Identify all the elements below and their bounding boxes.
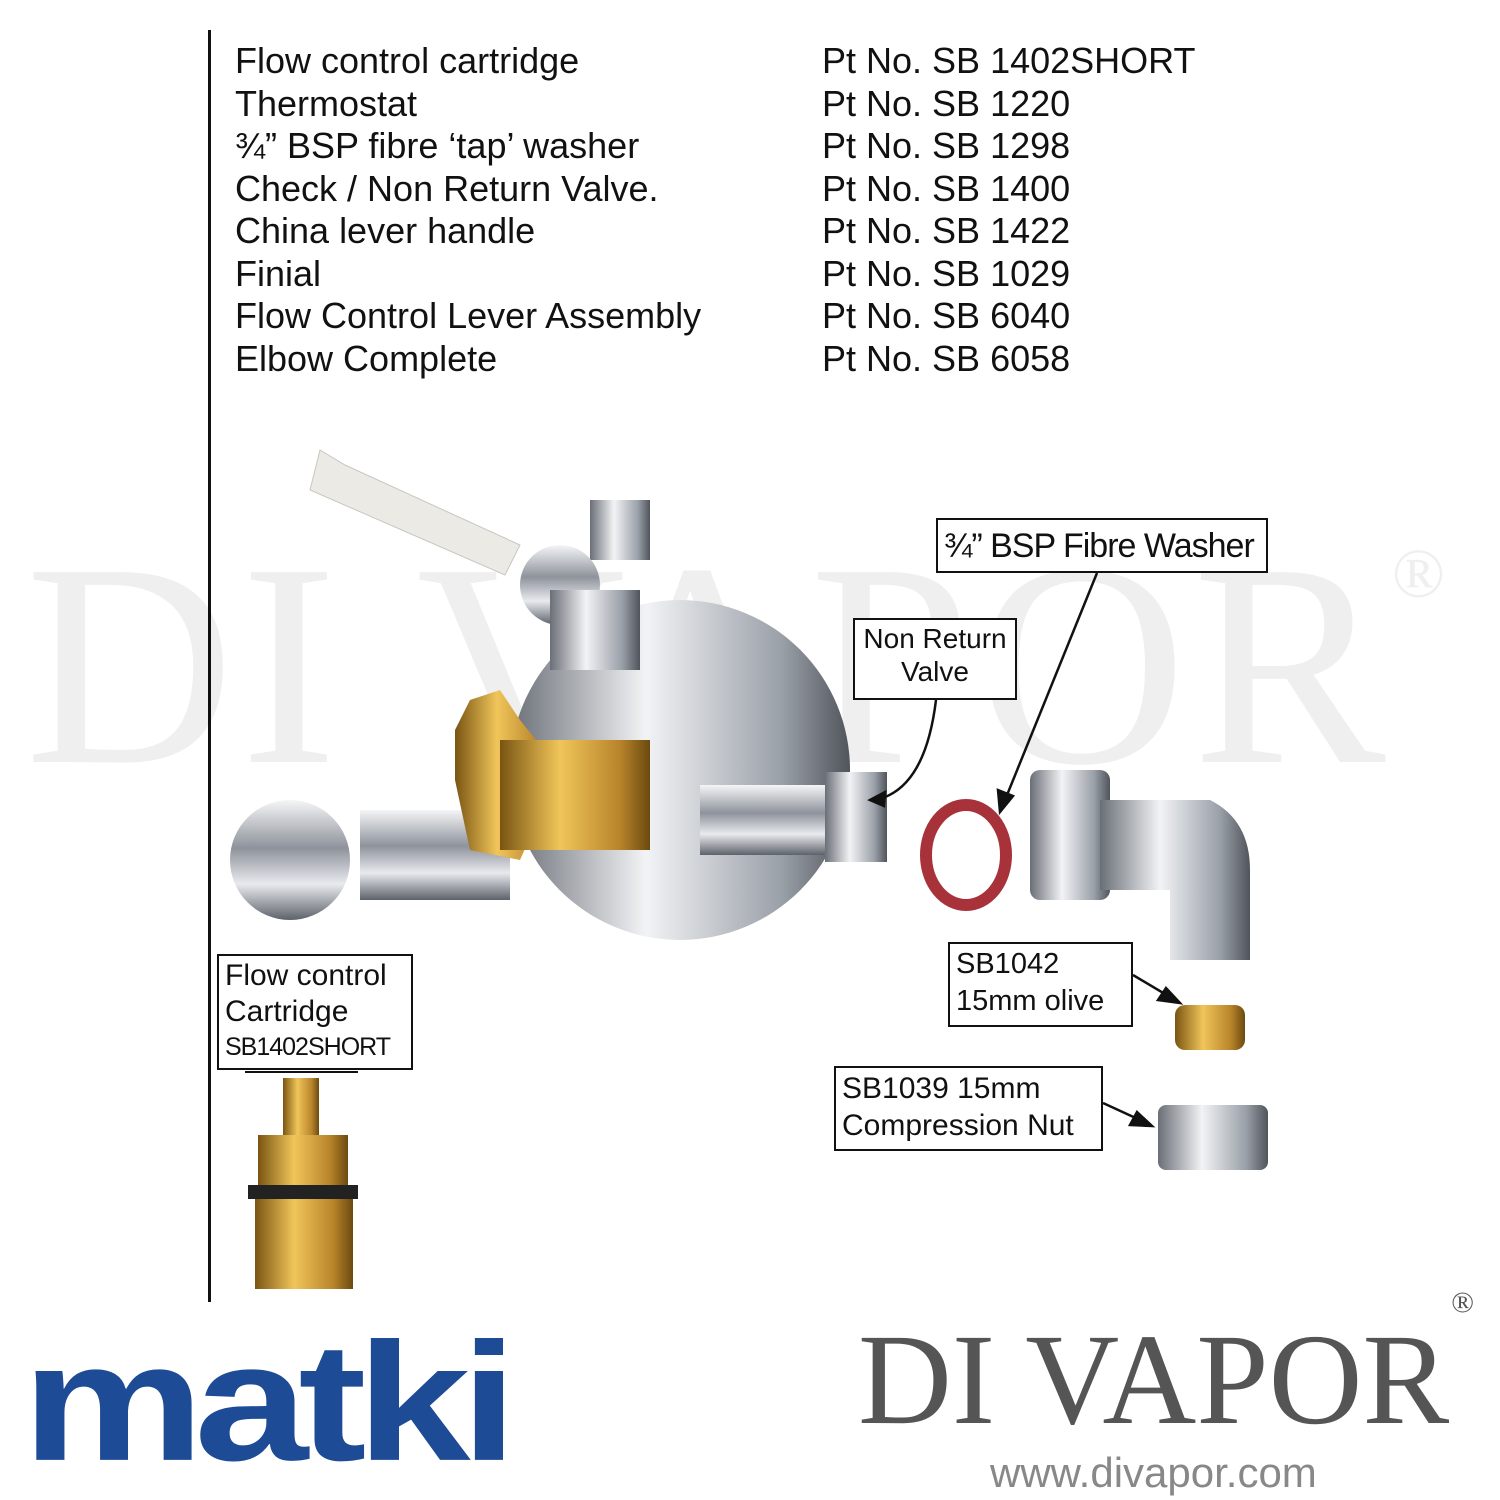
part-number: Pt No. SB 1400	[822, 167, 1071, 209]
callout-line: 15mm olive	[956, 985, 1105, 1017]
matki-logo: matki	[22, 1308, 518, 1496]
callout-non-return-valve: Non Return Valve	[853, 618, 1017, 700]
part-name: Flow control cartridge	[235, 40, 580, 81]
elbow	[1030, 770, 1250, 960]
callout-line: Valve	[901, 656, 969, 687]
cartridge	[245, 1071, 358, 1289]
callout-compression-nut: SB1039 15mm Compression Nut	[834, 1066, 1103, 1151]
thermostat-body	[230, 449, 887, 940]
divapor-logo-text: DI VAPOR	[858, 1308, 1450, 1452]
callout-line: Flow control	[225, 959, 387, 992]
divapor-registered-mark: ®	[1451, 1286, 1475, 1319]
fibre-washer	[920, 799, 1012, 911]
callout-line: SB1402SHORT	[225, 1033, 391, 1061]
callout-line: Non Return	[863, 623, 1007, 654]
callout-line: SB1039 15mm	[842, 1072, 1041, 1105]
part-row: Thermostat Pt No. SB 1220	[235, 82, 1070, 126]
part-name: Finial	[235, 252, 322, 294]
parts-list: Flow control cartridge Pt No. SB 1402SHOR…	[235, 40, 1196, 381]
part-number: Pt No. SB 1298	[822, 125, 1071, 166]
part-row: Check / Non Return Valve. Pt No. SB 1400	[235, 167, 1070, 211]
callout-line: Compression Nut	[842, 1109, 1074, 1142]
callout-arrows	[867, 572, 1184, 1128]
part-number: Pt No. SB 1029	[822, 252, 1071, 294]
part-number: Pt No. SB 1402SHORT	[822, 40, 1196, 81]
compression-nut	[1158, 1105, 1268, 1170]
part-number: Pt No. SB 1220	[822, 82, 1071, 124]
callout-line: Cartridge	[225, 995, 349, 1028]
divapor-url: www.divapor.com	[990, 1449, 1317, 1496]
part-row: ¾” BSP fibre ‘tap’ washer Pt No. SB 1298	[235, 125, 1070, 168]
callout-olive: SB1042 15mm olive	[948, 942, 1133, 1027]
part-row: Flow control cartridge Pt No. SB 1402SHOR…	[235, 40, 1196, 83]
callout-fibre-washer: ¾” BSP Fibre Washer	[936, 518, 1268, 573]
part-row: Finial Pt No. SB 1029	[235, 252, 1070, 296]
part-row: China lever handle Pt No. SB 1422	[235, 210, 1070, 253]
part-number: Pt No. SB 6040	[822, 295, 1071, 336]
part-number: Pt No. SB 1422	[822, 210, 1071, 251]
part-number: Pt No. SB 6058	[822, 337, 1071, 379]
part-name: Thermostat	[235, 82, 418, 124]
part-row: Elbow Complete Pt No. SB 6058	[235, 337, 1070, 381]
part-name: China lever handle	[235, 210, 536, 251]
part-name: Check / Non Return Valve.	[235, 167, 659, 209]
callout-line: SB1042	[956, 948, 1060, 980]
divapor-logo: DI VAPOR®	[858, 1288, 1474, 1446]
olive	[1175, 1005, 1245, 1050]
part-name: Elbow Complete	[235, 337, 498, 379]
part-name: Flow Control Lever Assembly	[235, 295, 702, 336]
part-row: Flow Control Lever Assembly Pt No. SB 604…	[235, 295, 1070, 338]
part-name: ¾” BSP fibre ‘tap’ washer	[235, 125, 640, 166]
callout-cartridge: Flow control Cartridge SB1402SHORT	[217, 954, 413, 1070]
divider-line	[208, 30, 211, 1302]
